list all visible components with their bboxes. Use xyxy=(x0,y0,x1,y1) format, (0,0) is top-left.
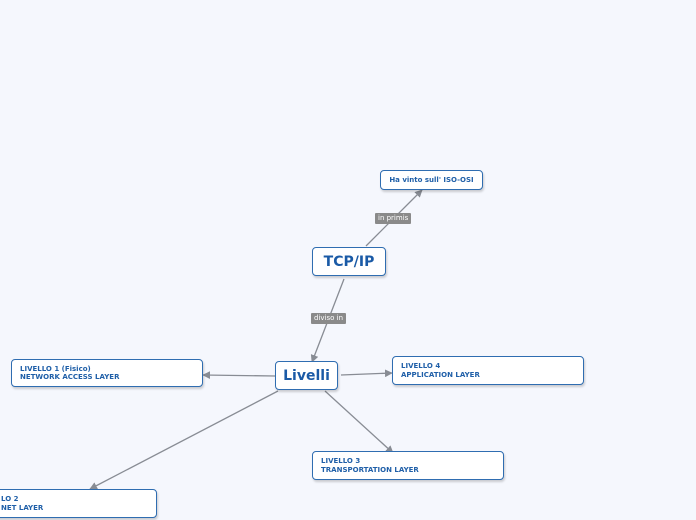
node-livello-2[interactable]: LO 2 NET LAYER xyxy=(0,489,157,518)
node-livello-4[interactable]: LIVELLO 4 APPLICATION LAYER xyxy=(392,356,584,385)
edge-livelli-liv3 xyxy=(324,390,394,454)
node-livelli[interactable]: Livelli xyxy=(275,361,338,390)
node-iso-osi-label: Ha vinto sull' ISO-OSI xyxy=(389,175,474,184)
node-livello-1[interactable]: LIVELLO 1 (Fisico) NETWORK ACCESS LAYER xyxy=(11,359,203,387)
node-livello-4-line1: LIVELLO 4 xyxy=(401,362,441,370)
edge-livelli-liv1 xyxy=(202,371,276,379)
node-livello-3-line1: LIVELLO 3 xyxy=(321,457,361,465)
node-livello-4-line2: APPLICATION LAYER xyxy=(401,370,480,379)
edge-label-diviso-in: diviso in xyxy=(311,313,347,324)
node-livello-3-line2: TRANSPORTATION LAYER xyxy=(321,465,419,474)
edge-livelli-liv2 xyxy=(89,390,279,490)
node-livello-1-line2: NETWORK ACCESS LAYER xyxy=(20,373,120,381)
edge-livelli-liv4 xyxy=(340,369,393,378)
node-tcpip[interactable]: TCP/IP xyxy=(312,247,386,276)
node-livelli-label: Livelli xyxy=(283,367,330,384)
edge-label-in-primis: in primis xyxy=(375,213,412,224)
node-tcpip-label: TCP/IP xyxy=(323,253,375,270)
node-iso-osi[interactable]: Ha vinto sull' ISO-OSI xyxy=(380,170,483,190)
node-livello-2-line1: LO 2 xyxy=(1,495,19,503)
node-livello-2-line2: NET LAYER xyxy=(1,503,44,512)
node-livello-1-line1: LIVELLO 1 (Fisico) xyxy=(20,364,91,373)
node-livello-3[interactable]: LIVELLO 3 TRANSPORTATION LAYER xyxy=(312,451,504,480)
